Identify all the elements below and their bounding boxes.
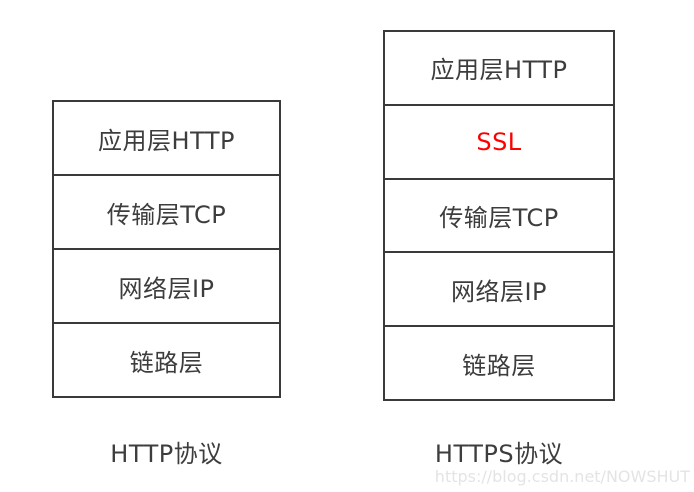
http-layer-link: 链路层: [129, 348, 204, 377]
https-layer-network: 网络层IP: [385, 253, 613, 328]
https-layer-ssl: SSL: [385, 106, 613, 180]
https-layer-application: 应用层HTTP: [385, 32, 613, 106]
http-stack-caption: HTTP协议: [110, 440, 223, 468]
http-layer-application: 应用层HTTP: [54, 102, 279, 176]
https-layer-link: 链路层: [462, 351, 536, 380]
https-protocol-stack: 应用层HTTP SSL 传输层TCP 网络层IP 链路层: [383, 30, 615, 401]
http-protocol-stack: 应用层HTTP 传输层TCP 网络层IP 链路层: [52, 100, 281, 398]
http-layer-transport: 传输层TCP: [54, 176, 279, 250]
https-stack-caption: HTTPS协议: [434, 440, 564, 468]
https-layer-transport: 传输层TCP: [385, 180, 613, 254]
http-layer-network: 网络层IP: [54, 250, 279, 324]
watermark-text: https://blog.csdn.net/NOWSHUT: [434, 467, 690, 486]
